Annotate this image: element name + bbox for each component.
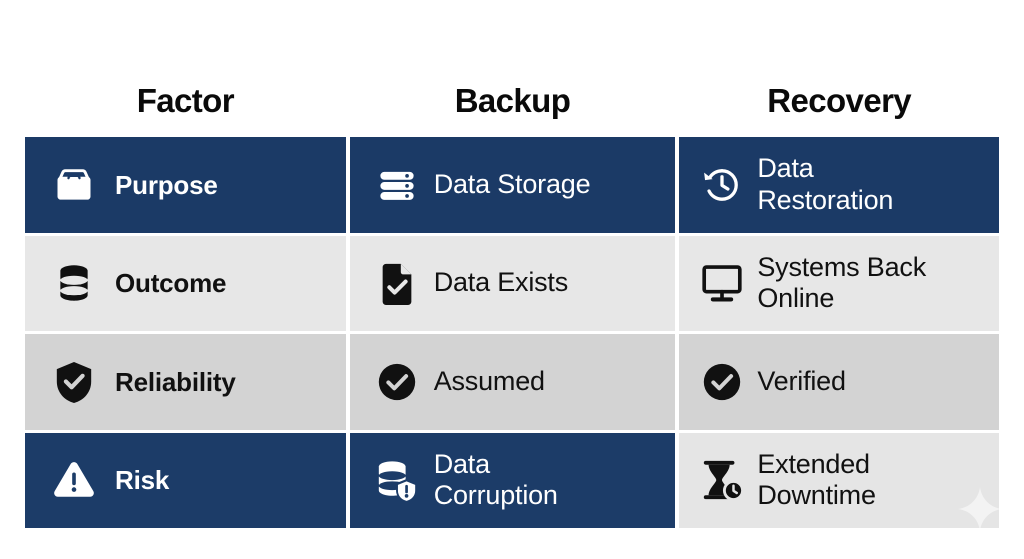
server-rack-icon xyxy=(374,162,420,208)
cell-risk-backup: Data Corruption xyxy=(349,432,676,528)
cell-label: Assumed xyxy=(433,365,545,396)
cell-label: Systems Back Online xyxy=(757,251,926,314)
monitor-icon xyxy=(699,260,745,306)
header-label-backup: Backup xyxy=(454,81,571,119)
folder-icon xyxy=(51,162,97,208)
history-clock-icon xyxy=(699,162,745,208)
cell-outcome-factor: Outcome xyxy=(25,235,346,331)
cell-purpose-backup: Data Storage xyxy=(349,137,676,233)
document-check-icon xyxy=(374,260,420,306)
cell-label: Risk xyxy=(115,465,170,496)
cell-label: Outcome xyxy=(115,268,227,299)
header-cell-recovery: Recovery xyxy=(679,84,999,117)
cell-risk-factor: Risk xyxy=(25,432,346,528)
table-row: Outcome Data Exists xyxy=(25,235,999,331)
cell-label: Data Corruption xyxy=(433,448,558,511)
cell-label: Data Restoration xyxy=(757,153,894,215)
table-row: Purpose Data Storage xyxy=(25,137,999,233)
cell-reliability-recovery: Verified xyxy=(679,334,999,430)
table-header-row: Factor Backup Recovery xyxy=(25,74,999,126)
cell-reliability-backup: Assumed xyxy=(349,334,676,430)
cell-purpose-factor: Purpose xyxy=(25,137,346,233)
table-row: Reliability Assumed Ve xyxy=(25,334,999,430)
cell-outcome-backup: Data Exists xyxy=(349,235,676,331)
header-label-factor: Factor xyxy=(136,81,235,119)
shield-check-icon xyxy=(51,359,97,405)
header-cell-factor: Factor xyxy=(25,84,346,117)
check-circle-icon xyxy=(699,359,745,405)
header-cell-backup: Backup xyxy=(350,84,676,117)
cell-label: Reliability xyxy=(115,366,236,397)
cell-outcome-recovery: Systems Back Online xyxy=(679,235,999,331)
cell-reliability-factor: Reliability xyxy=(25,334,346,430)
cell-label: Data Exists xyxy=(433,267,569,298)
cell-label: Extended Downtime xyxy=(757,448,876,511)
cell-risk-recovery: Extended Downtime xyxy=(679,432,999,528)
cell-purpose-recovery: Data Restoration xyxy=(679,137,999,233)
header-label-recovery: Recovery xyxy=(767,81,912,119)
table-row: Risk Da xyxy=(25,432,999,528)
check-circle-icon xyxy=(374,359,420,405)
comparison-table: Purpose Data Storage xyxy=(25,137,999,528)
cell-label: Verified xyxy=(757,365,846,396)
cell-label: Purpose xyxy=(115,169,218,200)
cell-label: Data Storage xyxy=(433,168,591,199)
hourglass-clock-icon xyxy=(699,457,745,503)
database-warning-icon xyxy=(374,457,420,503)
warning-triangle-icon xyxy=(51,457,97,503)
database-icon xyxy=(51,260,97,306)
